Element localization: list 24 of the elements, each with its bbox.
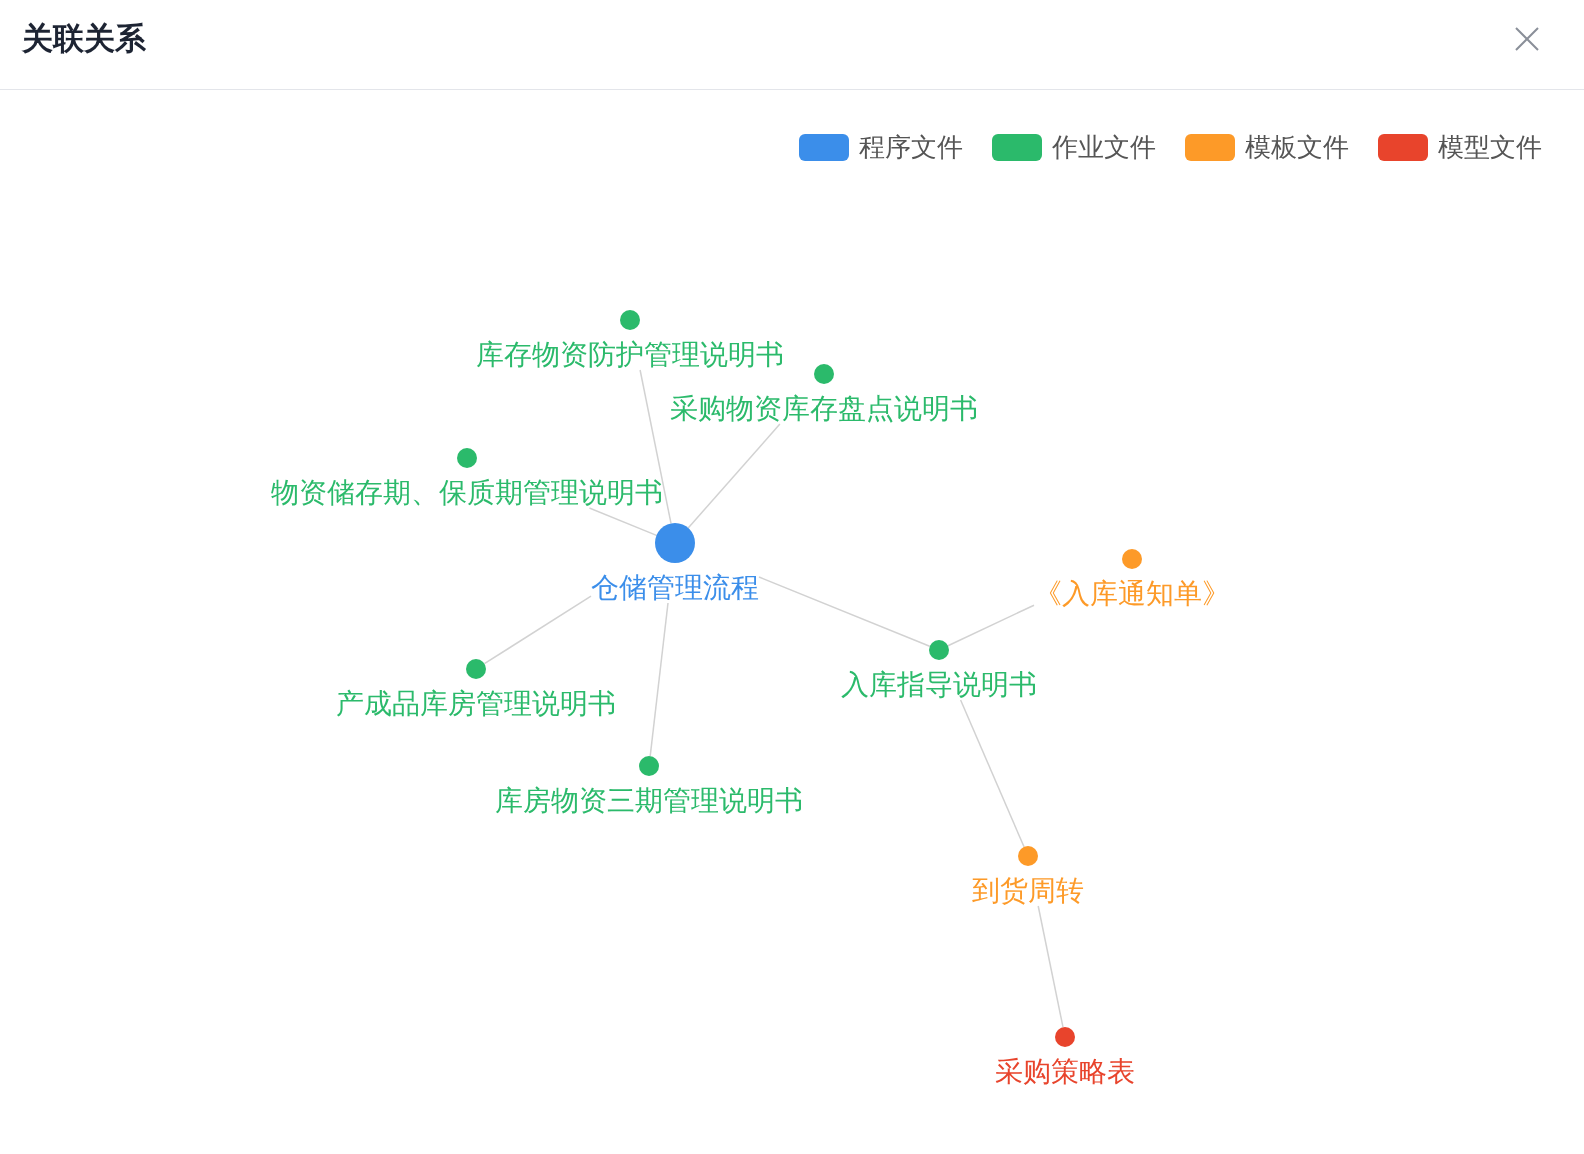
- legend-label: 程序文件: [859, 131, 963, 163]
- node-label: 采购物资库存盘点说明书: [670, 392, 978, 424]
- node-label: 产成品库房管理说明书: [336, 687, 616, 719]
- connector-line: [639, 369, 672, 525]
- node-label: 库房物资三期管理说明书: [495, 784, 803, 816]
- legend-label: 模板文件: [1245, 131, 1349, 163]
- node-label: 物资储存期、保质期管理说明书: [271, 476, 663, 508]
- connector-line: [649, 602, 669, 757]
- node-label: 采购策略表: [995, 1055, 1135, 1087]
- node-label: 库存物资防护管理说明书: [476, 338, 784, 370]
- connector-line: [687, 423, 781, 529]
- connector-line: [959, 699, 1025, 848]
- connector-line: [947, 604, 1035, 647]
- node-label: 到货周转: [972, 874, 1084, 906]
- connector-line: [1037, 905, 1064, 1028]
- connector-line: [758, 576, 931, 647]
- node-label: 《入库通知单》: [1034, 577, 1230, 609]
- legend-label: 模型文件: [1438, 131, 1542, 163]
- node-label: 入库指导说明书: [841, 668, 1037, 700]
- node-label: 仓储管理流程: [591, 571, 759, 603]
- connector-line: [483, 595, 592, 665]
- title: 关联关系: [22, 19, 146, 58]
- legend-label: 作业文件: [1052, 131, 1156, 163]
- connector-line: [588, 507, 658, 537]
